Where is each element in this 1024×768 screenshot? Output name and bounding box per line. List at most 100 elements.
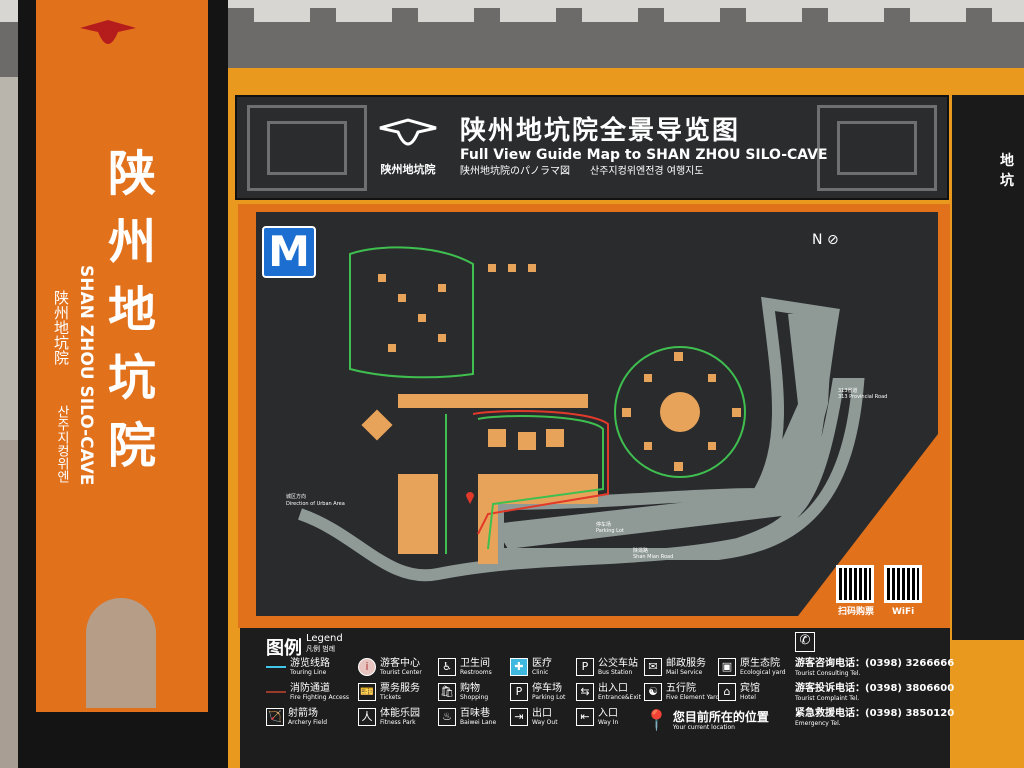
line-blue-icon	[266, 666, 286, 668]
ticket-qr-code[interactable]	[836, 565, 874, 603]
legend-item-en: Way In	[598, 719, 619, 726]
legend-item-zh: 卫生间	[460, 658, 490, 669]
legend-item-en: Shopping	[460, 694, 489, 701]
label-parking: 停车场	[596, 521, 611, 528]
legend-item-en: Ecological yard	[740, 669, 786, 676]
right-info-panel	[952, 95, 1024, 640]
legend-item-zh: 出入口	[598, 683, 628, 694]
location-zh: 您目前所在的位置	[672, 709, 769, 724]
qr-label-wifi: WiFi	[892, 607, 915, 617]
legend-item-zh: 医疗	[532, 658, 552, 669]
legend-item-en: Five Element Yard	[666, 694, 720, 701]
bus-icon: P	[576, 658, 594, 676]
pillar-arch	[86, 598, 156, 708]
legend-item-zh: 入口	[598, 708, 618, 719]
legend-item-zh: 消防通道	[290, 683, 330, 694]
legend-item-en: Way Out	[532, 719, 558, 726]
map-title-zh: 陕州地坑院全景导览图	[460, 116, 741, 146]
legend-item-en: Parking Lot	[532, 694, 566, 701]
clinic-icon: ✚	[510, 658, 528, 676]
location-pin-icon: 📍	[644, 708, 669, 732]
pillar-title-ko: 산주지컹위엔	[54, 405, 69, 483]
metro-icon: M	[262, 226, 316, 278]
site-map: 城区方向 Direction of Urban Area 313省道 313 P…	[256, 212, 938, 616]
shopping-icon: 🛍	[438, 683, 456, 701]
legend-item-en: Clinic	[532, 669, 549, 676]
legend-item-en: Tourist Center	[380, 669, 422, 676]
phone-icon: ✆	[795, 632, 815, 652]
legend-title-sub: 凡例 범례	[306, 645, 336, 653]
legend-item-en: Restrooms	[460, 669, 492, 676]
five-element-icon: ☯	[644, 683, 662, 701]
legend-item-zh: 邮政服务	[666, 658, 706, 669]
map-header	[235, 95, 949, 200]
legend-item-zh: 购物	[460, 683, 480, 694]
food-icon: ♨	[438, 708, 456, 726]
legend-item-zh: 游客中心	[380, 658, 420, 669]
pillar-title-zh: 陕州地坑院	[107, 146, 156, 474]
mail-icon: ✉	[644, 658, 662, 676]
legend-item-en: Mail Service	[666, 669, 703, 676]
hotel-icon: ⌂	[718, 683, 736, 701]
parking-icon: P	[510, 683, 528, 701]
right-panel-title: 地坑	[1000, 153, 1014, 189]
legend-title-zh: 图例	[266, 638, 302, 659]
legend-item-zh: 公交车站	[598, 658, 638, 669]
legend-item-en: Bus Station	[598, 669, 633, 676]
fitness-icon: 人	[358, 708, 376, 726]
legend-item-zh: 宾馆	[740, 683, 760, 694]
north-compass: N ⊘	[812, 232, 839, 248]
line-red-icon	[266, 691, 286, 693]
legend-item-zh: 出口	[532, 708, 552, 719]
legend-item-zh: 百味巷	[460, 708, 490, 719]
legend-item-en: Archery Field	[288, 719, 328, 726]
ticket-icon: 🎫	[358, 683, 376, 701]
eco-yard-icon: ▣	[718, 658, 736, 676]
legend-item-en: Touring Line	[290, 669, 327, 676]
label-parking-en: Parking Lot	[596, 528, 624, 534]
legend-item-zh: 五行院	[666, 683, 696, 694]
label-road313: 313省道	[838, 387, 858, 394]
legend-item-en: Fire Fighting Access	[290, 694, 349, 701]
entrance-exit-icon: ⇆	[576, 683, 594, 701]
map-title-sub: 陕州地坑院のパノラマ図 산주지컹위엔전경 여행지도	[460, 166, 704, 177]
header-logo-text: 陕州地坑院	[380, 163, 436, 176]
legend-item-en: Baiwei Lane	[460, 719, 497, 726]
legend-item-en: Tickets	[380, 694, 401, 701]
label-urban: 城区方向	[286, 493, 306, 500]
info-icon: i	[358, 658, 376, 676]
wifi-qr-code[interactable]	[884, 565, 922, 603]
label-shanmian-en: Shan Mian Road	[633, 554, 673, 560]
compass-icon: ⊘	[826, 232, 839, 248]
label-road313-en: 313 Provincial Road	[838, 394, 887, 400]
pillar-title-en: SHAN ZHOU SILO-CAVE	[76, 265, 96, 486]
legend-item-zh: 原生态院	[740, 658, 780, 669]
map-panel: 城区方向 Direction of Urban Area 313省道 313 P…	[238, 204, 950, 628]
map-title-en: Full View Guide Map to SHAN ZHOU SILO-CA…	[460, 147, 828, 163]
legend-title-en: Legend	[306, 633, 343, 644]
legend-item-en: Fitness Park	[380, 719, 416, 726]
legend-item-zh: 票务服务	[380, 683, 420, 694]
pillar-logo	[68, 18, 148, 98]
